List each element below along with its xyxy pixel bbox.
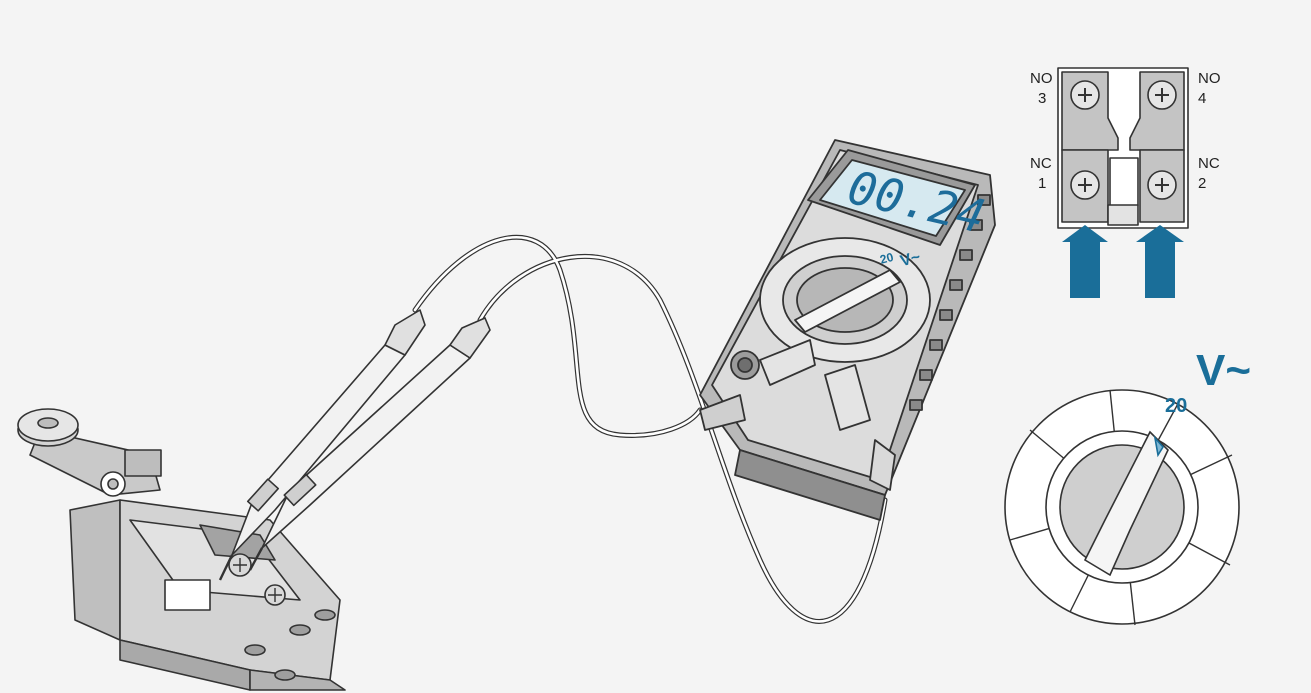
terminal-screw-no4 — [1147, 80, 1177, 110]
limit-switch — [17, 408, 346, 691]
label-no4-type: NO — [1198, 70, 1221, 87]
test-probes — [218, 309, 491, 581]
rotary-dial-knob — [794, 269, 901, 333]
terminal-screw-nc2 — [1147, 170, 1177, 200]
meter-dial-mode-label: V~ — [899, 249, 923, 271]
label-nc2-type: NC — [1198, 155, 1220, 172]
label-no3-type: NO — [1030, 70, 1053, 87]
probe-plug-black — [759, 339, 816, 386]
label-nc2-num: 2 — [1198, 175, 1206, 192]
terminal-screw-no3 — [1070, 80, 1100, 110]
terminal-block-diagram — [1057, 67, 1189, 229]
switch-body — [69, 499, 121, 641]
label-nc1-type: NC — [1030, 155, 1052, 172]
probe-black — [231, 344, 406, 556]
label-nc1-num: 1 — [1038, 175, 1046, 192]
probe-point-arrows — [1062, 225, 1184, 298]
lcd-screen — [819, 159, 966, 237]
label-no3-num: 3 — [1038, 90, 1046, 107]
probe-plug-red — [869, 439, 896, 491]
meter-dial-range-label: 20 — [878, 250, 895, 267]
dial-detail-pointer — [1083, 430, 1169, 577]
label-no4-num: 4 — [1198, 90, 1206, 107]
multimeter — [699, 139, 996, 521]
arrow-up-nc2-icon — [1136, 225, 1184, 298]
dial-detail — [1004, 389, 1240, 626]
arrow-up-nc1-icon — [1062, 225, 1108, 298]
dial-detail-range-label: 20 — [1165, 395, 1187, 417]
dial-detail-mode-label: V~ — [1196, 346, 1251, 395]
terminal-screw-nc1 — [1070, 170, 1100, 200]
